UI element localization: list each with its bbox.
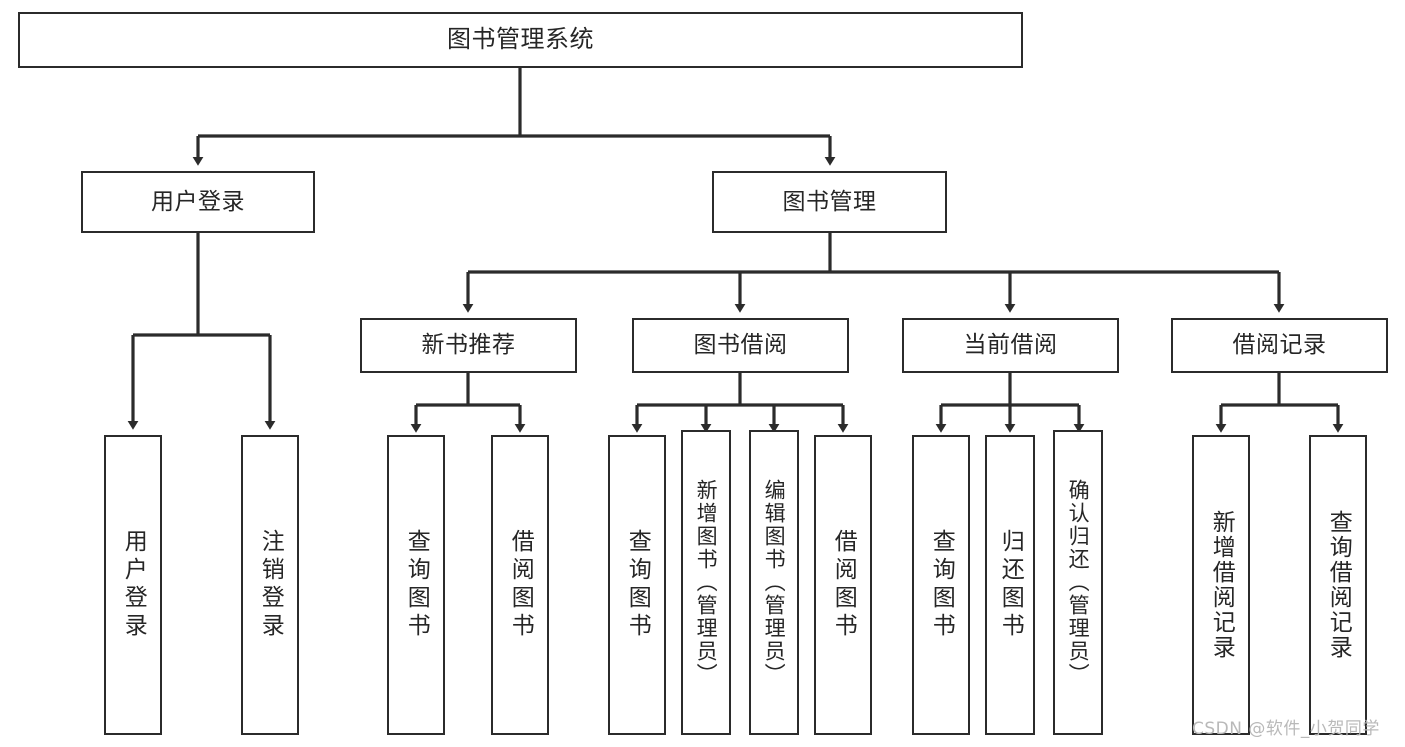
leaf-borrow-book-2[interactable]: 借阅图书 bbox=[814, 435, 872, 735]
node-current-borrow-label: 当前借阅 bbox=[963, 332, 1058, 359]
node-book-borrow-label: 图书借阅 bbox=[693, 332, 788, 359]
leaf-query-book-3[interactable]: 查询图书 bbox=[912, 435, 970, 735]
node-root-label: 图书管理系统 bbox=[447, 25, 594, 54]
node-book-manage-label: 图书管理 bbox=[782, 188, 877, 215]
node-book-manage[interactable]: 图书管理 bbox=[712, 171, 947, 233]
csdn-watermark: CSDN @软件_小贺同学 bbox=[1192, 719, 1380, 739]
leaf-add-book-label: 新增图书（管理员） bbox=[694, 479, 719, 686]
leaf-query-book-2[interactable]: 查询图书 bbox=[608, 435, 666, 735]
leaf-return-book[interactable]: 归还图书 bbox=[985, 435, 1035, 735]
leaf-query-book-1[interactable]: 查询图书 bbox=[387, 435, 445, 735]
node-user-login-label: 用户登录 bbox=[151, 188, 245, 215]
node-user-login[interactable]: 用户登录 bbox=[81, 171, 315, 233]
node-book-borrow[interactable]: 图书借阅 bbox=[632, 318, 849, 373]
leaf-query-record[interactable]: 查询借阅记录 bbox=[1309, 435, 1367, 735]
node-borrow-record-label: 借阅记录 bbox=[1232, 332, 1327, 359]
leaf-user-login-label: 用户登录 bbox=[120, 529, 147, 641]
leaf-return-book-label: 归还图书 bbox=[997, 529, 1024, 641]
node-borrow-record[interactable]: 借阅记录 bbox=[1171, 318, 1388, 373]
leaf-edit-book-label: 编辑图书（管理员） bbox=[762, 479, 787, 686]
leaf-user-login[interactable]: 用户登录 bbox=[104, 435, 162, 735]
node-new-book-rec[interactable]: 新书推荐 bbox=[360, 318, 577, 373]
leaf-query-book-2-label: 查询图书 bbox=[624, 529, 651, 641]
leaf-confirm-return[interactable]: 确认归还（管理员） bbox=[1053, 430, 1103, 735]
leaf-logout-label: 注销登录 bbox=[257, 529, 284, 641]
node-root[interactable]: 图书管理系统 bbox=[18, 12, 1023, 68]
leaf-query-book-1-label: 查询图书 bbox=[403, 529, 430, 641]
leaf-query-record-label: 查询借阅记录 bbox=[1325, 510, 1352, 660]
leaf-confirm-return-label: 确认归还（管理员） bbox=[1066, 479, 1091, 686]
leaf-borrow-book-1-label: 借阅图书 bbox=[507, 529, 534, 641]
node-new-book-rec-label: 新书推荐 bbox=[421, 332, 516, 359]
leaf-borrow-book-2-label: 借阅图书 bbox=[830, 529, 857, 641]
leaf-add-book[interactable]: 新增图书（管理员） bbox=[681, 430, 731, 735]
leaf-add-record[interactable]: 新增借阅记录 bbox=[1192, 435, 1250, 735]
leaf-edit-book[interactable]: 编辑图书（管理员） bbox=[749, 430, 799, 735]
node-current-borrow[interactable]: 当前借阅 bbox=[902, 318, 1119, 373]
leaf-add-record-label: 新增借阅记录 bbox=[1208, 510, 1235, 660]
leaf-query-book-3-label: 查询图书 bbox=[928, 529, 955, 641]
leaf-borrow-book-1[interactable]: 借阅图书 bbox=[491, 435, 549, 735]
leaf-logout[interactable]: 注销登录 bbox=[241, 435, 299, 735]
